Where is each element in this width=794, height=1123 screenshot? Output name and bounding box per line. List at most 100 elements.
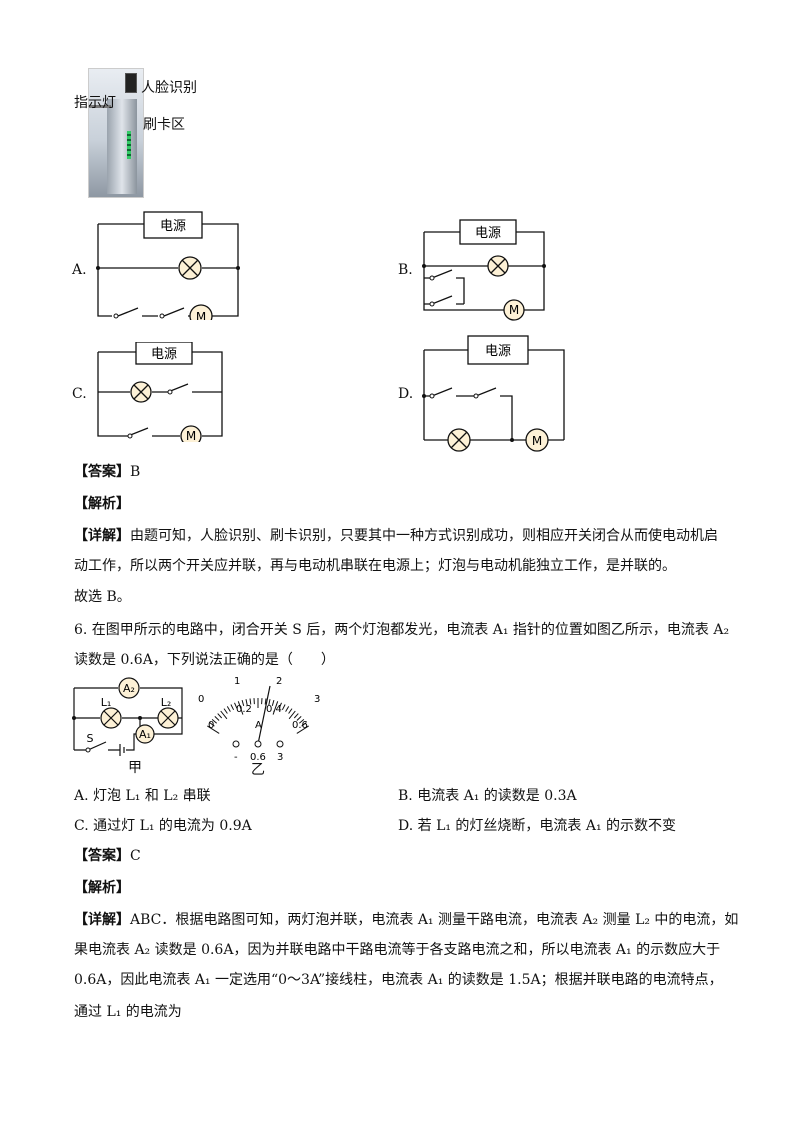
- q5-detail-line2: 动工作，所以两个开关应并联，再与电动机串联在电源上；灯泡与电动机能独立工作，是并…: [74, 558, 676, 574]
- q6-choice-b: B. 电流表 A₁ 的读数是 0.3A: [398, 788, 577, 804]
- dial-tick: [281, 704, 286, 711]
- scale-bottom-0: 0: [208, 720, 214, 731]
- ammeter-unit-letter: A: [255, 720, 262, 731]
- detail-tag: 【详解】: [74, 528, 130, 544]
- circuit-option-a: 电源 M: [96, 211, 240, 320]
- q6-choice-a: A. 灯泡 L₁ 和 L₂ 串联: [74, 788, 211, 804]
- dial-tick: [268, 699, 271, 706]
- scale-bottom-06: 0.6: [292, 720, 308, 731]
- card-area-label: 刷卡区: [143, 117, 185, 133]
- q6-detail-line2: 果电流表 A₂ 读数是 0.6A，因为并联电路中干路电流等于各支路电流之和，所以…: [74, 942, 721, 958]
- face-recognition-screen: [125, 73, 137, 93]
- power-source-box: [467, 335, 529, 365]
- dial-tick: [214, 716, 220, 721]
- dial-tick: [211, 719, 218, 724]
- q6-detail-line1: 【详解】ABC．根据电路图可知，两灯泡并联，电流表 A₁ 测量干路电流，电流表 …: [74, 910, 738, 930]
- option-a-letter: A.: [72, 262, 87, 278]
- dial-tick: [230, 704, 235, 711]
- power-source-label: 电源: [475, 226, 501, 241]
- answer-tag: 【答案】: [74, 464, 130, 480]
- dial-tick: [249, 698, 252, 705]
- dial-tick: [217, 713, 223, 719]
- dial-tick: [241, 699, 245, 707]
- dial-tick: [298, 719, 305, 724]
- dial-tick: [272, 701, 279, 715]
- q5-analysis-tag: 【解析】: [74, 496, 130, 512]
- q6-circuit-jia: A₂ L₁ L₂ A₁ S: [72, 677, 183, 756]
- motor-label: M: [196, 310, 206, 320]
- q6-stem-line2: 读数是 0.6A，下列说法正确的是（ ）: [74, 652, 335, 668]
- answer-tag: 【答案】: [74, 848, 130, 864]
- turnstile-photo: [88, 68, 144, 198]
- dial-tick: [237, 701, 244, 715]
- dial-tick: [288, 708, 293, 714]
- terminal-0.6: 0.6: [250, 752, 266, 763]
- turnstile-body: [107, 99, 137, 194]
- circuit-option-b: 电源 M: [422, 219, 546, 321]
- q5-conclusion: 故选 B。: [74, 589, 131, 605]
- dial-tick: [296, 716, 302, 721]
- option-b-letter: B.: [398, 262, 413, 278]
- q6-analysis-tag: 【解析】: [74, 880, 130, 896]
- power-source-box: [459, 219, 517, 245]
- motor-label: M: [186, 429, 196, 442]
- figure-yi-label: 乙: [251, 762, 265, 778]
- terminal-negative: -: [234, 752, 238, 763]
- dial-tick: [271, 699, 275, 707]
- answer-value: C: [130, 848, 141, 864]
- motor-label: M: [509, 303, 519, 317]
- q5-detail-line1: 【详解】由题可知，人脸识别、刷卡识别，只要其中一种方式识别成功，则相应开关闭合从…: [74, 526, 718, 546]
- answer-value: B: [130, 464, 141, 480]
- ammeter-needle: [257, 685, 271, 745]
- dial-tick: [296, 725, 309, 734]
- dial-tick: [226, 706, 231, 712]
- power-source-box: [135, 342, 193, 365]
- dial-tick: [285, 706, 290, 712]
- dial-tick: [234, 702, 238, 709]
- scale-top-0: 0: [198, 694, 204, 705]
- dial-tick: [209, 722, 215, 727]
- dial-tick: [207, 725, 220, 734]
- q6-answer: 【答案】C: [74, 846, 141, 866]
- dial-tick: [223, 708, 228, 714]
- dial-tick: [288, 710, 296, 720]
- detail-text: ABC．根据电路图可知，两灯泡并联，电流表 A₁ 测量干路电流，电流表 A₂ 测…: [130, 912, 739, 928]
- lamp-l1-label: L₁: [101, 696, 112, 709]
- dial-tick: [220, 710, 228, 720]
- scale-top-3: 3: [314, 694, 320, 705]
- detail-tag: 【详解】: [74, 912, 130, 928]
- terminal-3: 3: [277, 752, 283, 763]
- scale-top-1: 1: [234, 676, 240, 687]
- indicator-light-label: 指示灯: [74, 95, 116, 111]
- figure-jia-label: 甲: [128, 760, 142, 776]
- scale-bottom-04: 0.4: [266, 704, 282, 715]
- power-source-label: 电源: [151, 347, 177, 362]
- ammeter-a2-label: A₂: [123, 682, 135, 695]
- q6-stem-line1: 6. 在图甲所示的电路中，闭合开关 S 后，两个灯泡都发光，电流表 A₁ 指针的…: [74, 622, 730, 638]
- power-source-box: [143, 211, 203, 239]
- dial-tick: [293, 713, 299, 719]
- q6-ammeter-dial: 0 1 2 3 0 0.2 0.4 0.6 A - 0.6 3: [198, 676, 320, 763]
- indicator-light-strip: [127, 131, 131, 159]
- dial-tick: [245, 699, 248, 706]
- dial-tick: [278, 702, 282, 709]
- circuit-option-c: 电源 M: [97, 342, 223, 442]
- power-source-label: 电源: [160, 219, 186, 234]
- scale-top-2: 2: [276, 676, 282, 687]
- lamp-l2-label: L₂: [161, 696, 172, 709]
- q5-answer: 【答案】B: [74, 462, 140, 482]
- power-source-label: 电源: [485, 344, 511, 359]
- detail-text: 由题可知，人脸识别、刷卡识别，只要其中一种方式识别成功，则相应开关闭合从而使电动…: [130, 528, 718, 544]
- q6-choice-c: C. 通过灯 L₁ 的电流为 0.9A: [74, 818, 252, 834]
- q6-detail-line4: 通过 L₁ 的电流为: [74, 1004, 182, 1020]
- face-recognition-label: 人脸识别: [141, 80, 197, 96]
- motor-label: M: [532, 434, 542, 448]
- circuit-option-d: 电源 M: [422, 335, 565, 452]
- q6-choice-d: D. 若 L₁ 的灯丝烧断，电流表 A₁ 的示数不变: [398, 818, 677, 834]
- q6-detail-line3: 0.6A，因此电流表 A₁ 一定选用“0～3A”接线柱，电流表 A₁ 的读数是 …: [74, 972, 723, 988]
- scale-bottom-02: 0.2: [236, 704, 252, 715]
- ammeter-a1-label: A₁: [139, 728, 151, 741]
- switch-s-label: S: [87, 732, 94, 745]
- dial-tick: [301, 722, 307, 727]
- turnstile-arm: [89, 105, 111, 108]
